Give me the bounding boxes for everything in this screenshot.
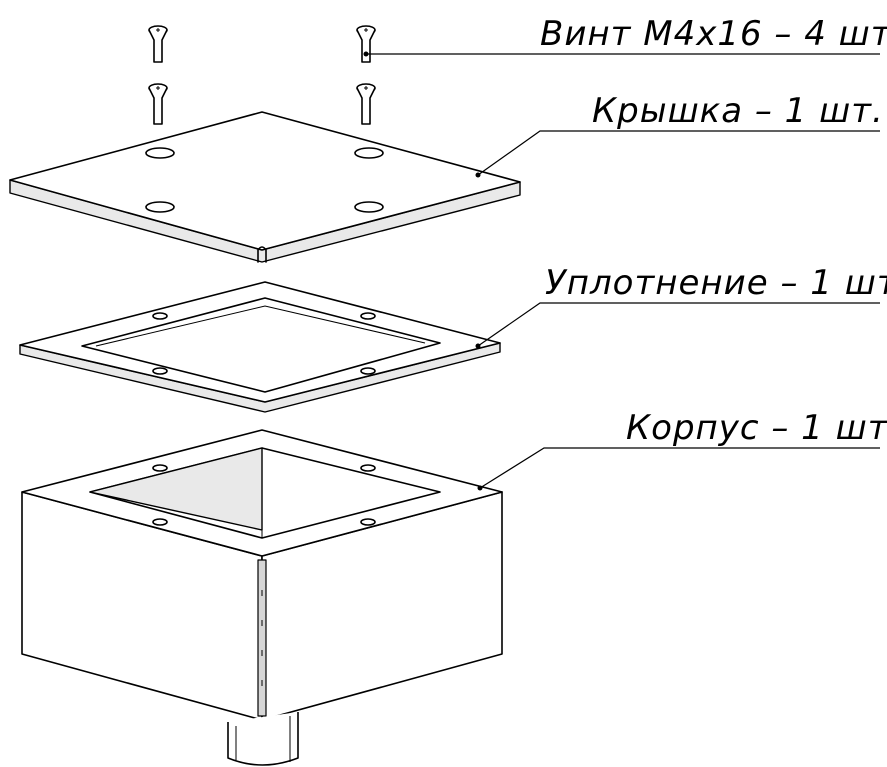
label-body-text: Корпус – 1 шт. — [626, 408, 887, 448]
label-screw: Винт M4x16 – 4 шт. — [363, 14, 887, 57]
screw-1 — [148, 25, 168, 63]
screw-2 — [356, 25, 376, 63]
label-seal: Уплотнение – 1 шт. — [475, 263, 887, 349]
seal-part — [19, 281, 501, 413]
label-seal-text: Уплотнение – 1 шт. — [545, 263, 887, 303]
screw-3 — [148, 83, 168, 125]
label-screw-text: Винт M4x16 – 4 шт. — [540, 14, 887, 54]
label-body: Корпус – 1 шт. — [477, 408, 887, 491]
body-part — [21, 429, 503, 766]
label-lid: Крышка – 1 шт. — [475, 91, 884, 178]
lid-part — [9, 111, 521, 263]
screw-group — [148, 25, 376, 125]
screw-4 — [356, 83, 376, 125]
label-lid-text: Крышка – 1 шт. — [592, 91, 884, 131]
